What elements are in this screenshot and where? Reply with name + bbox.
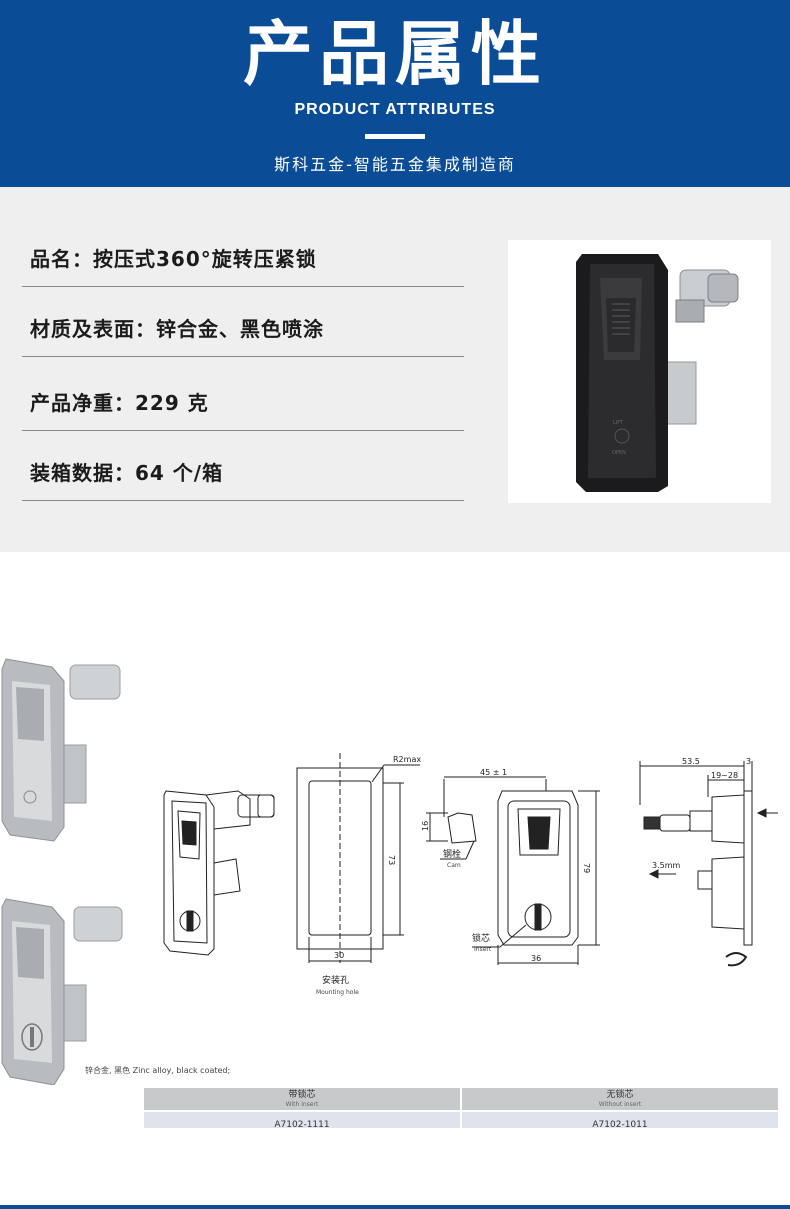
header-divider: [365, 134, 425, 139]
chrome-lock-upper: [1, 658, 121, 842]
lift-text: LIFT: [613, 420, 624, 426]
dim-36: 36: [531, 954, 541, 963]
dim-19-28: 19~28: [711, 771, 738, 780]
with-insert-cn: 带锁芯: [288, 1090, 316, 1100]
page-header: 产品属性 PRODUCT ATTRIBUTES 斯科五金-智能五金集成制造商: [0, 0, 790, 187]
with-insert-en: With insert: [285, 1101, 319, 1108]
table-header-row: 带锁芯 With insert 无锁芯 Without insert: [144, 1088, 778, 1110]
attribute-row-material: 材质及表面：锌合金、黑色喷涂: [22, 307, 464, 357]
table-header-cell: 无锁芯 Without insert: [462, 1088, 778, 1110]
dim-45: 45 ± 1: [480, 768, 507, 777]
chrome-lock-lower: [1, 898, 123, 1086]
table-cell: A7102-1011: [462, 1112, 778, 1130]
side-view-drawing: [639, 761, 778, 967]
dim-79: 79: [582, 863, 591, 873]
without-insert-model: A7102-1011: [592, 1120, 648, 1130]
technical-drawing: R2max 73 30 安装孔 Mounting hole: [0, 645, 790, 1086]
dim-16: 16: [421, 821, 430, 831]
black-lock-illustration: LIFT OPEN: [576, 254, 739, 492]
insert-cn: 锁芯: [472, 932, 490, 944]
mounting-hole-en: Mounting hole: [316, 989, 359, 996]
table-header-cell: 带锁芯 With insert: [144, 1088, 460, 1110]
table-cell: A7102-1111: [144, 1112, 460, 1130]
cam-cn: 钢栓: [443, 848, 461, 860]
insert-en: Insert: [474, 946, 492, 953]
attribute-weight: 产品净重：229 克: [30, 391, 209, 415]
open-text: OPEN: [612, 450, 626, 456]
product-photo: LIFT OPEN: [508, 240, 771, 503]
header-tagline: 斯科五金-智能五金集成制造商: [274, 155, 516, 174]
cam-en: Cam: [447, 862, 461, 869]
attribute-packing: 装箱数据：64 个/箱: [30, 461, 224, 485]
attributes-section: 品名：按压式360°旋转压紧锁 材质及表面：锌合金、黑色喷涂 产品净重：229 …: [0, 187, 790, 552]
material-caption: 锌合金, 黑色 Zinc alloy, black coated;: [85, 1066, 231, 1075]
model-table: 带锁芯 With insert 无锁芯 Without insert A7102…: [144, 1088, 778, 1130]
front-view-drawing: [426, 776, 600, 965]
attribute-name: 品名：按压式360°旋转压紧锁: [30, 247, 317, 271]
perspective-line-drawing: [163, 790, 275, 956]
dim-73: 73: [387, 855, 396, 865]
dim-53-5: 53.5: [682, 757, 700, 766]
mounting-hole-drawing: [296, 753, 420, 963]
mounting-hole-cn: 安装孔: [322, 974, 349, 986]
dim-3: 3: [746, 757, 751, 766]
dim-3-5mm: 3.5mm: [652, 861, 681, 870]
attribute-material: 材质及表面：锌合金、黑色喷涂: [30, 317, 324, 341]
without-insert-cn: 无锁芯: [606, 1090, 634, 1100]
r2max-label: R2max: [393, 755, 421, 764]
table-row: A7102-1111 A7102-1011: [144, 1110, 778, 1130]
without-insert-en: Without insert: [598, 1101, 642, 1108]
bottom-divider: [0, 1205, 790, 1209]
attribute-row-name: 品名：按压式360°旋转压紧锁: [22, 237, 464, 287]
dim-30: 30: [334, 951, 344, 960]
header-title: 产品属性: [243, 13, 547, 95]
attribute-row-packing: 装箱数据：64 个/箱: [22, 451, 464, 501]
drawing-canvas: R2max 73 30 安装孔 Mounting hole: [1, 658, 778, 1086]
with-insert-model: A7102-1111: [274, 1120, 330, 1130]
attribute-row-weight: 产品净重：229 克: [22, 381, 464, 431]
header-subtitle: PRODUCT ATTRIBUTES: [294, 101, 496, 118]
